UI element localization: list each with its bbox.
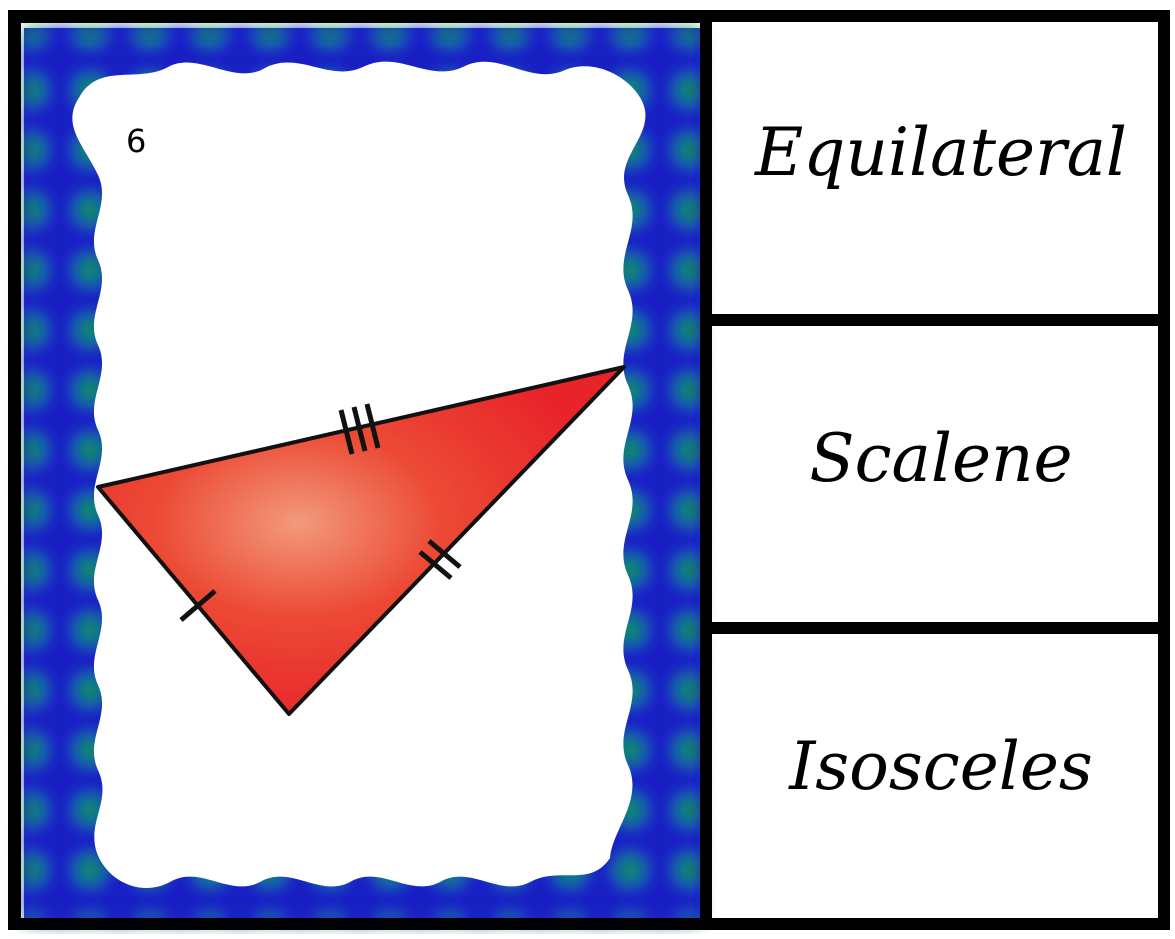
option-scalene[interactable]: Scalene bbox=[809, 420, 1073, 497]
option-equilateral[interactable]: Equilateral bbox=[754, 114, 1128, 191]
card-number: 6 bbox=[126, 122, 147, 160]
option-isosceles[interactable]: Isosceles bbox=[789, 728, 1093, 805]
frame-lines bbox=[8, 10, 1170, 930]
side-tick-marks bbox=[179, 403, 462, 622]
